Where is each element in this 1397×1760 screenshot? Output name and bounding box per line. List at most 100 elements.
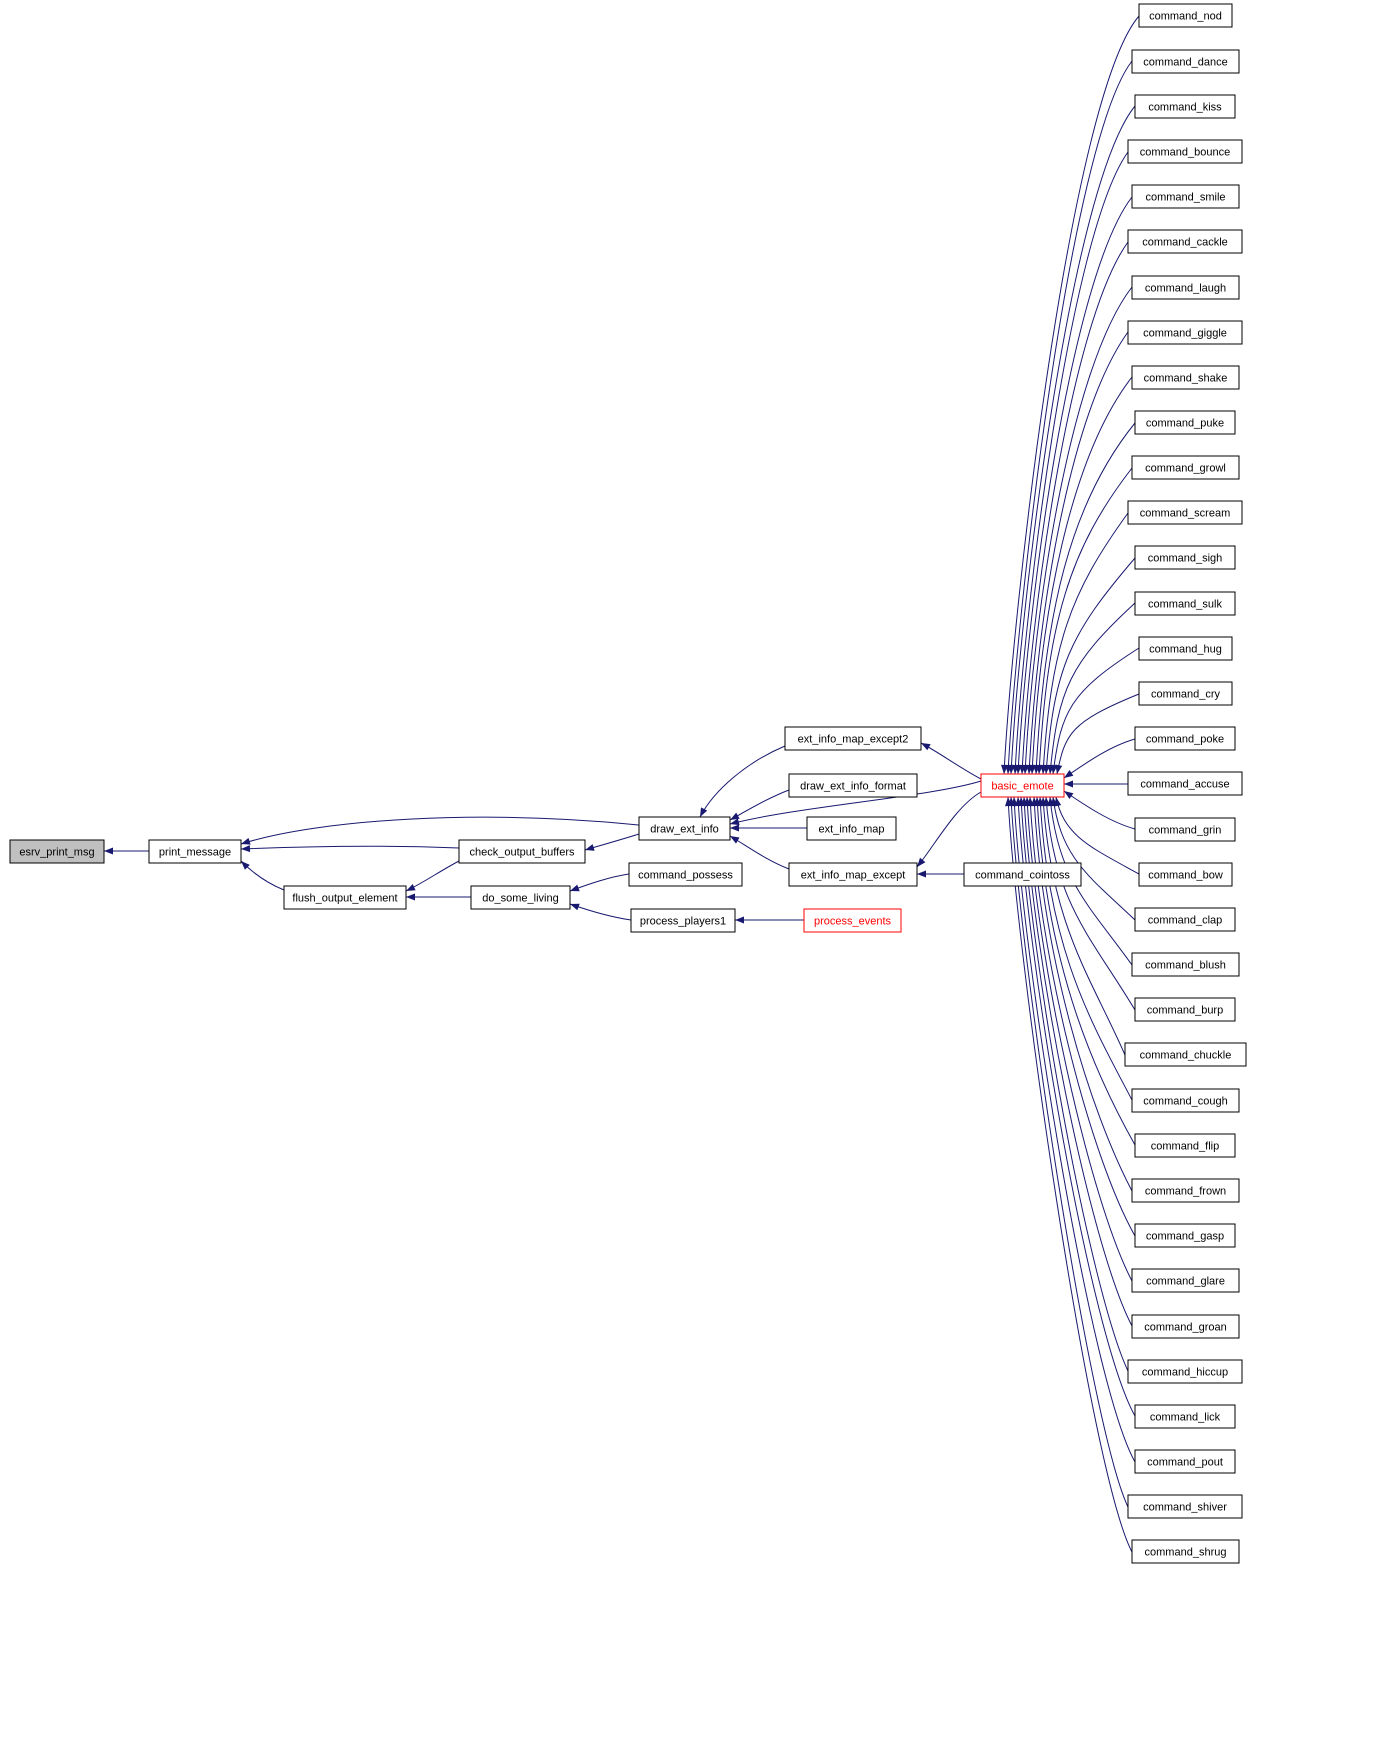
node-command_cough[interactable]: command_cough bbox=[1131, 1088, 1240, 1113]
node-label-basic_emote: basic_emote bbox=[991, 781, 1053, 793]
node-command_frown[interactable]: command_frown bbox=[1131, 1178, 1240, 1203]
node-command_puke[interactable]: command_puke bbox=[1134, 410, 1236, 435]
node-label-command_blush: command_blush bbox=[1145, 960, 1226, 972]
node-label-command_bounce: command_bounce bbox=[1140, 147, 1231, 159]
node-command_clap[interactable]: command_clap bbox=[1134, 907, 1236, 932]
node-label-command_cackle: command_cackle bbox=[1142, 237, 1228, 249]
arrowhead-command_possess-to-do_some_living bbox=[570, 884, 580, 892]
node-box-command_gasp bbox=[1134, 1223, 1236, 1248]
edge-command_bounce-to-basic_emote bbox=[1014, 151, 1129, 775]
node-label-ext_info_map_except: ext_info_map_except bbox=[801, 870, 906, 882]
node-box-command_bounce bbox=[1127, 139, 1243, 164]
node-label-command_hiccup: command_hiccup bbox=[1142, 1367, 1228, 1379]
edge-command_poke-to-basic_emote bbox=[1063, 738, 1136, 779]
node-box-command_pout bbox=[1134, 1449, 1236, 1474]
node-command_laugh[interactable]: command_laugh bbox=[1131, 275, 1240, 300]
node-command_flip[interactable]: command_flip bbox=[1134, 1133, 1236, 1158]
node-command_sulk[interactable]: command_sulk bbox=[1134, 591, 1236, 616]
node-command_sigh[interactable]: command_sigh bbox=[1134, 545, 1236, 570]
node-command_giggle[interactable]: command_giggle bbox=[1127, 320, 1243, 345]
node-command_nod[interactable]: command_nod bbox=[1138, 3, 1233, 28]
arrowhead-check_output_buffers-to-print_message bbox=[241, 845, 251, 853]
node-box-ext_info_map_except2 bbox=[784, 726, 922, 751]
arrowhead-basic_emote-to-draw_ext_info bbox=[730, 818, 740, 826]
node-box-process_events bbox=[803, 908, 902, 933]
node-basic_emote[interactable]: basic_emote bbox=[980, 773, 1065, 798]
node-command_cointoss[interactable]: command_cointoss bbox=[963, 862, 1082, 887]
node-command_groan[interactable]: command_groan bbox=[1131, 1314, 1240, 1339]
edge-command_kiss-to-basic_emote bbox=[1010, 105, 1136, 775]
arrowhead-draw_ext_info-to-check_output_buffers bbox=[585, 844, 595, 851]
node-draw_ext_info_format[interactable]: draw_ext_info_format bbox=[788, 773, 918, 798]
node-print_message[interactable]: print_message bbox=[148, 839, 242, 864]
node-box-command_accuse bbox=[1127, 771, 1243, 796]
node-ext_info_map[interactable]: ext_info_map bbox=[806, 816, 897, 841]
node-command_dance[interactable]: command_dance bbox=[1131, 49, 1240, 74]
node-box-command_kiss bbox=[1134, 94, 1236, 119]
node-ext_info_map_except[interactable]: ext_info_map_except bbox=[788, 862, 918, 887]
node-do_some_living[interactable]: do_some_living bbox=[470, 885, 571, 910]
node-draw_ext_info[interactable]: draw_ext_info bbox=[638, 816, 731, 841]
node-command_hug[interactable]: command_hug bbox=[1138, 636, 1233, 661]
node-label-command_lick: command_lick bbox=[1150, 1412, 1221, 1424]
node-command_possess[interactable]: command_possess bbox=[628, 862, 743, 887]
node-process_events[interactable]: process_events bbox=[803, 908, 902, 933]
node-command_bounce[interactable]: command_bounce bbox=[1127, 139, 1243, 164]
node-label-command_glare: command_glare bbox=[1146, 1276, 1225, 1288]
node-label-command_frown: command_frown bbox=[1145, 1186, 1226, 1198]
arrowhead-command_shrug-to-basic_emote bbox=[1005, 797, 1012, 807]
node-command_scream[interactable]: command_scream bbox=[1127, 500, 1243, 525]
node-box-command_hiccup bbox=[1127, 1359, 1243, 1384]
node-flush_output_element[interactable]: flush_output_element bbox=[283, 885, 407, 910]
edge-command_shake-to-basic_emote bbox=[1031, 376, 1133, 775]
arrowhead-command_accuse-to-basic_emote bbox=[1064, 780, 1073, 788]
node-command_cackle[interactable]: command_cackle bbox=[1127, 229, 1243, 254]
node-ext_info_map_except2[interactable]: ext_info_map_except2 bbox=[784, 726, 922, 751]
node-command_bow[interactable]: command_bow bbox=[1138, 862, 1233, 887]
node-label-check_output_buffers: check_output_buffers bbox=[470, 847, 575, 859]
edge-command_clap-to-basic_emote bbox=[1052, 796, 1136, 921]
node-label-command_accuse: command_accuse bbox=[1140, 779, 1229, 791]
node-box-command_smile bbox=[1131, 184, 1240, 209]
node-label-command_nod: command_nod bbox=[1149, 11, 1222, 23]
node-label-command_laugh: command_laugh bbox=[1145, 283, 1226, 295]
edge-command_cry-to-basic_emote bbox=[1056, 693, 1140, 775]
node-command_lick[interactable]: command_lick bbox=[1134, 1404, 1236, 1429]
edge-basic_emote-to-draw_ext_info bbox=[729, 780, 982, 825]
arrowhead-process_players1-to-do_some_living bbox=[570, 903, 580, 911]
node-command_shiver[interactable]: command_shiver bbox=[1127, 1494, 1243, 1519]
node-esrv_print_msg: esrv_print_msg bbox=[9, 839, 105, 864]
node-label-command_scream: command_scream bbox=[1140, 508, 1230, 520]
node-command_accuse[interactable]: command_accuse bbox=[1127, 771, 1243, 796]
edge-basic_emote-to-ext_info_map_except bbox=[916, 791, 982, 868]
node-label-command_hug: command_hug bbox=[1149, 644, 1222, 656]
node-command_gasp[interactable]: command_gasp bbox=[1134, 1223, 1236, 1248]
node-box-esrv_print_msg bbox=[9, 839, 105, 864]
edge-command_possess-to-do_some_living bbox=[569, 873, 630, 892]
node-command_poke[interactable]: command_poke bbox=[1134, 726, 1236, 751]
node-command_glare[interactable]: command_glare bbox=[1131, 1268, 1240, 1293]
arrowhead-ext_info_map_except2-to-draw_ext_info bbox=[700, 807, 708, 817]
node-process_players1[interactable]: process_players1 bbox=[630, 908, 736, 933]
node-box-draw_ext_info bbox=[638, 816, 731, 841]
node-box-print_message bbox=[148, 839, 242, 864]
node-box-command_burp bbox=[1134, 997, 1236, 1022]
node-command_shake[interactable]: command_shake bbox=[1131, 365, 1240, 390]
node-command_growl[interactable]: command_growl bbox=[1131, 455, 1240, 480]
node-command_grin[interactable]: command_grin bbox=[1134, 817, 1236, 842]
node-command_burp[interactable]: command_burp bbox=[1134, 997, 1236, 1022]
node-command_cry[interactable]: command_cry bbox=[1138, 681, 1233, 706]
node-command_shrug[interactable]: command_shrug bbox=[1131, 1539, 1240, 1564]
node-check_output_buffers[interactable]: check_output_buffers bbox=[458, 839, 586, 864]
node-command_hiccup[interactable]: command_hiccup bbox=[1127, 1359, 1243, 1384]
arrowhead-print_message-to-esrv_print_msg bbox=[104, 847, 113, 855]
node-label-command_chuckle: command_chuckle bbox=[1140, 1050, 1232, 1062]
node-command_smile[interactable]: command_smile bbox=[1131, 184, 1240, 209]
node-label-flush_output_element: flush_output_element bbox=[292, 893, 397, 905]
node-command_kiss[interactable]: command_kiss bbox=[1134, 94, 1236, 119]
node-command_blush[interactable]: command_blush bbox=[1131, 952, 1240, 977]
node-command_chuckle[interactable]: command_chuckle bbox=[1124, 1042, 1247, 1067]
node-command_pout[interactable]: command_pout bbox=[1134, 1449, 1236, 1474]
node-box-flush_output_element bbox=[283, 885, 407, 910]
